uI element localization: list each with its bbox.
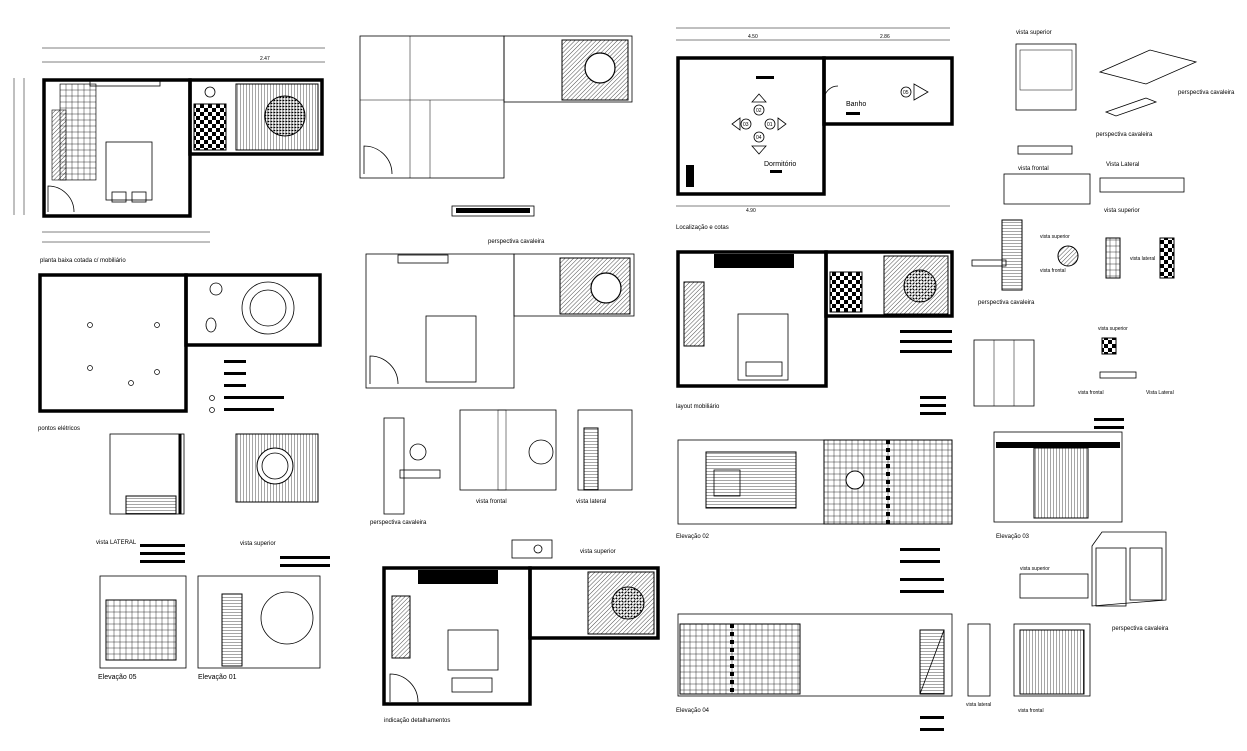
caption: Elevação 02 — [676, 534, 710, 540]
elevation-04: Elevação 04 — [676, 578, 953, 731]
caption: vista lateral — [576, 499, 606, 505]
room-label: Banho — [846, 101, 866, 108]
caption: vista frontal — [1018, 166, 1049, 172]
shelf-perspective-a: perspectiva cavaleira — [451, 205, 545, 245]
tag: 01 — [767, 122, 773, 128]
plan-furniture-layout: layout mobiliário — [676, 250, 954, 410]
caption: vista frontal — [1018, 708, 1044, 714]
caption: indicação detalhamentos — [384, 718, 450, 724]
caption: perspectiva cavaleira — [1096, 132, 1153, 138]
caption: vista frontal — [476, 499, 507, 505]
caption: vista lateral — [966, 702, 991, 708]
caption: vista frontal — [1040, 268, 1066, 274]
plan-detail-indication: indicação detalhamentos — [382, 566, 660, 724]
caption: vista superior — [1040, 234, 1070, 240]
wardrobe-views: vista superior perspectiva cavaleira vis… — [966, 531, 1169, 714]
caption: vista superior — [1104, 208, 1140, 214]
caption: vista superior — [580, 549, 616, 555]
tag: 03 — [743, 122, 749, 128]
caption: pontos elétricos — [38, 426, 80, 432]
plan-furnished-dimensioned: 2.47 planta baixa cotada c/ mobiliário — [13, 47, 325, 264]
caption: vista superior — [1020, 566, 1050, 572]
caption: Elevação 05 — [98, 674, 137, 681]
caption: Elevação 03 — [996, 534, 1030, 540]
caption: perspectiva cavaleira — [488, 239, 545, 245]
caption: Localização e cotas — [676, 225, 729, 231]
wardrobe-small-views: vista superior vista frontal Vista Later… — [973, 326, 1174, 407]
caption: Vista Lateral — [1106, 162, 1139, 168]
plan-location-dimensions: 4.50 2.86 4.90 02 03 01 04 Dormitório Ba… — [676, 27, 954, 231]
caption: vista superior — [240, 541, 276, 547]
tag: 04 — [756, 135, 762, 141]
tag: 02 — [756, 108, 762, 114]
elevation-02: Elevação 02 — [676, 396, 953, 563]
caption: Elevação 01 — [198, 674, 237, 681]
detail-bath-views: vista LATERAL vista superior Elevação 05… — [96, 433, 330, 681]
tag: 05 — [903, 90, 909, 96]
plan-bed-layout — [365, 253, 635, 389]
plan-floor-outline — [359, 35, 633, 179]
bed-views: vista superior perspectiva cavaleira per… — [1003, 30, 1235, 214]
caption: vista LATERAL — [96, 540, 137, 546]
caption: Vista Lateral — [1146, 390, 1174, 396]
caption: planta baixa cotada c/ mobiliário — [40, 258, 126, 264]
plan-electrical-points: pontos elétricos — [38, 273, 322, 432]
caption: Elevação 04 — [676, 708, 710, 714]
caption: perspectiva cavaleira — [1112, 626, 1169, 632]
caption: vista frontal — [1078, 390, 1104, 396]
caption: perspectiva cavaleira — [1178, 90, 1235, 96]
caption: layout mobiliário — [676, 404, 720, 410]
dim-label: 2.47 — [260, 56, 270, 62]
desk-views: perspectiva cavaleira vista superior vis… — [971, 219, 1175, 306]
detail-sink-views: perspectiva cavaleira vista frontal vist… — [370, 409, 633, 559]
caption: perspectiva cavaleira — [978, 300, 1035, 306]
dim-label: 4.50 — [748, 34, 758, 40]
dim-label: 4.90 — [746, 208, 756, 214]
caption: vista lateral — [1130, 256, 1155, 262]
caption: vista superior — [1016, 30, 1052, 36]
caption: vista superior — [1098, 326, 1128, 332]
caption: perspectiva cavaleira — [370, 520, 427, 526]
room-label: Dormitório — [764, 161, 796, 168]
elevation-03: Elevação 03 — [993, 418, 1124, 540]
dim-label: 2.86 — [880, 34, 890, 40]
